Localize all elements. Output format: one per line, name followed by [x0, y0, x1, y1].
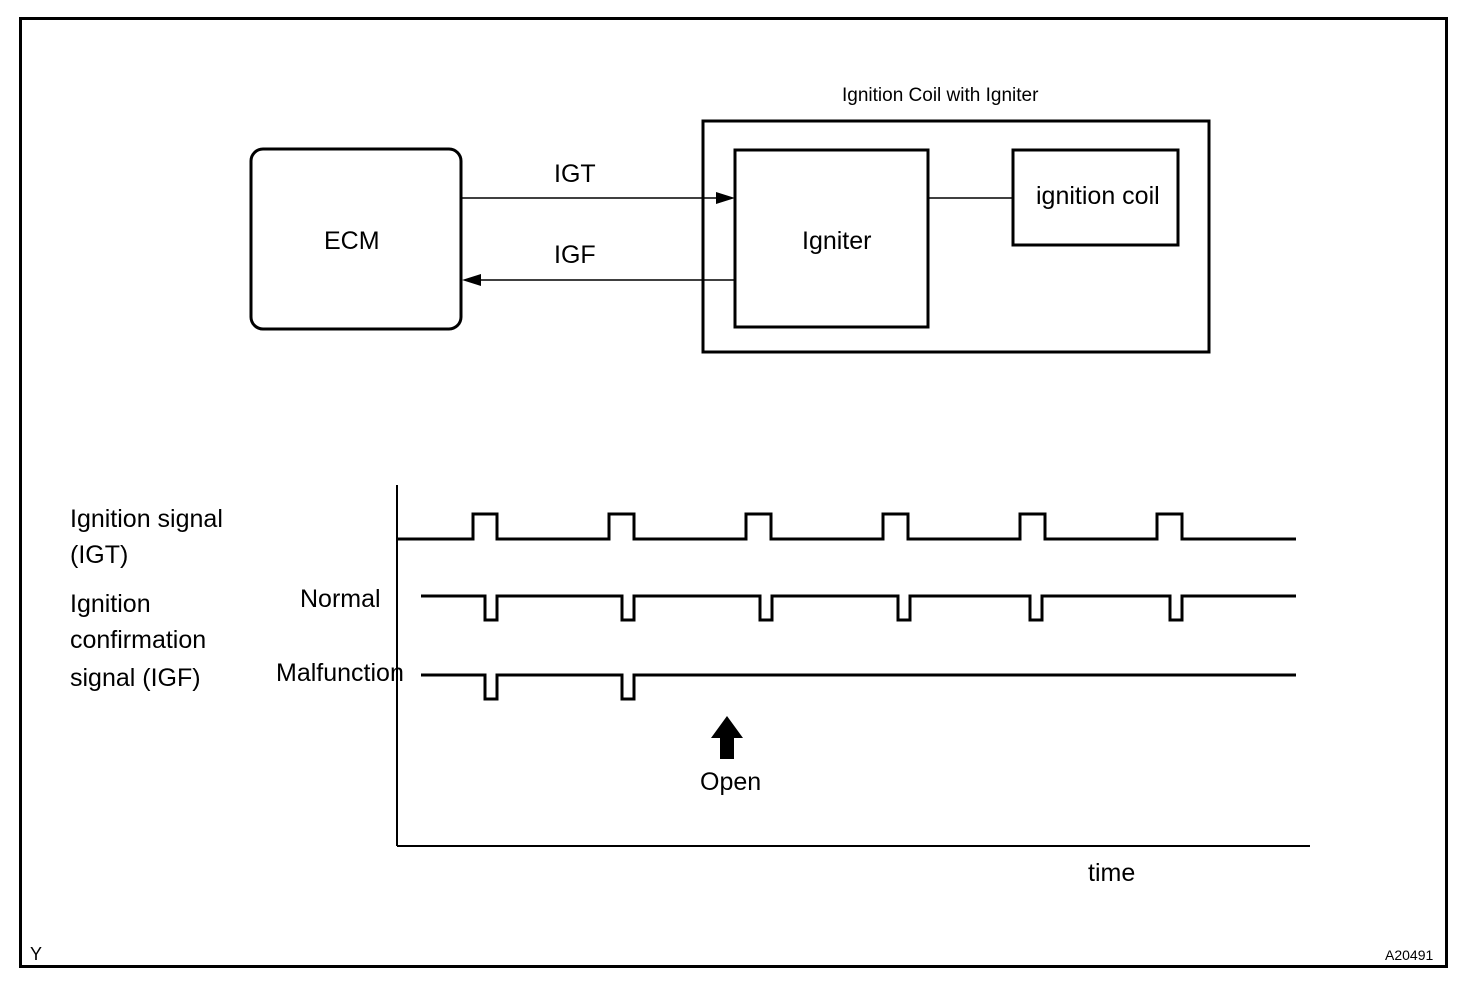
igniter-box: [733, 148, 930, 329]
ecm-label: ECM: [324, 227, 380, 255]
ignition-coil-label: ignition coil: [1036, 182, 1160, 210]
igt-row-label-line2: (IGT): [70, 541, 129, 569]
igf-arrowhead: [462, 274, 481, 286]
normal-label: Normal: [300, 585, 381, 613]
footer-left-code: Y: [30, 944, 43, 964]
igf-malfunction-waveform: [421, 673, 1296, 701]
time-axis-label: time: [1088, 859, 1136, 887]
igniter-label: Igniter: [802, 227, 872, 255]
module-title: Ignition Coil with Igniter: [842, 85, 1039, 106]
igf-normal-waveform: [421, 594, 1296, 622]
figure-frame: [19, 17, 1448, 968]
igt-waveform: [397, 512, 1296, 541]
igniter-module-box: [701, 119, 1211, 354]
igf-signal-label: IGF: [554, 241, 596, 269]
figure-id: A20491: [1385, 947, 1434, 963]
igt-signal-label: IGT: [554, 160, 596, 188]
open-label: Open: [700, 768, 762, 796]
igf-row-label-line1: Ignition: [70, 590, 151, 618]
igt-arrowhead: [716, 192, 735, 204]
igf-row-label-line3: signal (IGF): [70, 664, 201, 692]
ecm-box: [249, 147, 463, 331]
open-arrow-icon: [711, 716, 743, 759]
igf-row-label-line2: confirmation: [70, 626, 207, 654]
malfunction-label: Malfunction: [276, 659, 404, 687]
igt-row-label-line1: Ignition signal: [70, 505, 223, 533]
